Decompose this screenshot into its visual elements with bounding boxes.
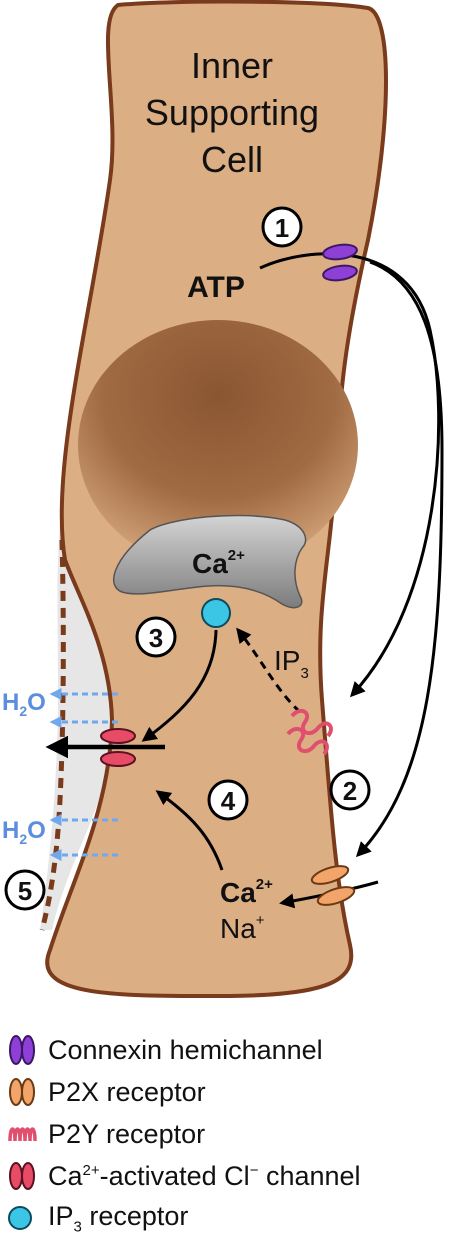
svg-text:4: 4: [221, 786, 236, 816]
ip3-dashed-arrow: [236, 627, 302, 714]
step-5-marker: 5: [4, 869, 46, 911]
legend-row-p2y: P2Y receptor: [6, 1114, 205, 1154]
svg-text:5: 5: [18, 876, 32, 906]
er-calcium-label: Ca2+: [192, 547, 245, 579]
step-3-marker: 3: [135, 616, 177, 658]
legend-row-cacc: Ca2+-activated Cl− channel: [6, 1156, 361, 1196]
cell-title-line2: Supporting: [145, 92, 319, 133]
water-label-bottom: H2O: [2, 817, 46, 847]
atp-label: ATP: [187, 271, 245, 304]
p2y-legend-icon: [8, 1127, 37, 1142]
cacc-legend-icon: [9, 1162, 35, 1190]
influx-sodium-label: Na+: [220, 912, 265, 944]
ip3-receptor-icon: [201, 598, 231, 628]
legend: Connexin hemichannel P2X receptor P2Y re…: [0, 1020, 460, 1251]
diagram: Inner Supporting Cell ATP Ca2+: [2, 0, 444, 999]
legend-row-ip3r: IP3 receptor: [6, 1198, 188, 1238]
svg-text:1: 1: [275, 213, 289, 243]
legend-p2x-label: P2X receptor: [48, 1076, 206, 1107]
water-label-top: H2O: [2, 689, 46, 719]
ca-influx-arrow-to-cacc: [155, 790, 224, 871]
atp-arrow-to-p2x: [355, 260, 444, 858]
legend-cacc-label: Ca2+-activated Cl− channel: [48, 1160, 361, 1191]
legend-row-connexin: Connexin hemichannel: [6, 1030, 323, 1070]
p2y-receptor-icon: [286, 708, 333, 756]
endoplasmic-reticulum: [113, 514, 307, 609]
ip3-label: IP3: [274, 645, 309, 682]
connexin-legend-icon: [9, 1035, 35, 1065]
p2x-receptor-icon: [310, 865, 356, 906]
step-1-marker: 1: [261, 206, 303, 248]
p2x-legend-icon: [9, 1078, 35, 1106]
influx-calcium-label: Ca2+: [220, 876, 273, 908]
cell-title-line1: Inner: [191, 45, 273, 86]
legend-connexin-label: Connexin hemichannel: [48, 1034, 323, 1065]
legend-p2y-label: P2Y receptor: [48, 1118, 206, 1149]
cell-title-line3: Cell: [201, 139, 263, 180]
step-4-marker: 4: [207, 779, 249, 821]
nucleus: [78, 320, 358, 570]
legend-ip3r-label: IP3 receptor: [48, 1200, 189, 1236]
svg-text:2: 2: [343, 776, 357, 806]
svg-text:3: 3: [149, 623, 163, 653]
legend-row-p2x: P2X receptor: [6, 1072, 206, 1112]
step-2-marker: 2: [329, 769, 371, 811]
ip3r-legend-icon: [8, 1206, 32, 1230]
cacc-channel-icon: [100, 728, 136, 767]
ca-release-arrow: [141, 629, 218, 742]
dashed-membrane-line: [39, 539, 66, 931]
connexin-hemichannel-icon: [322, 243, 358, 282]
